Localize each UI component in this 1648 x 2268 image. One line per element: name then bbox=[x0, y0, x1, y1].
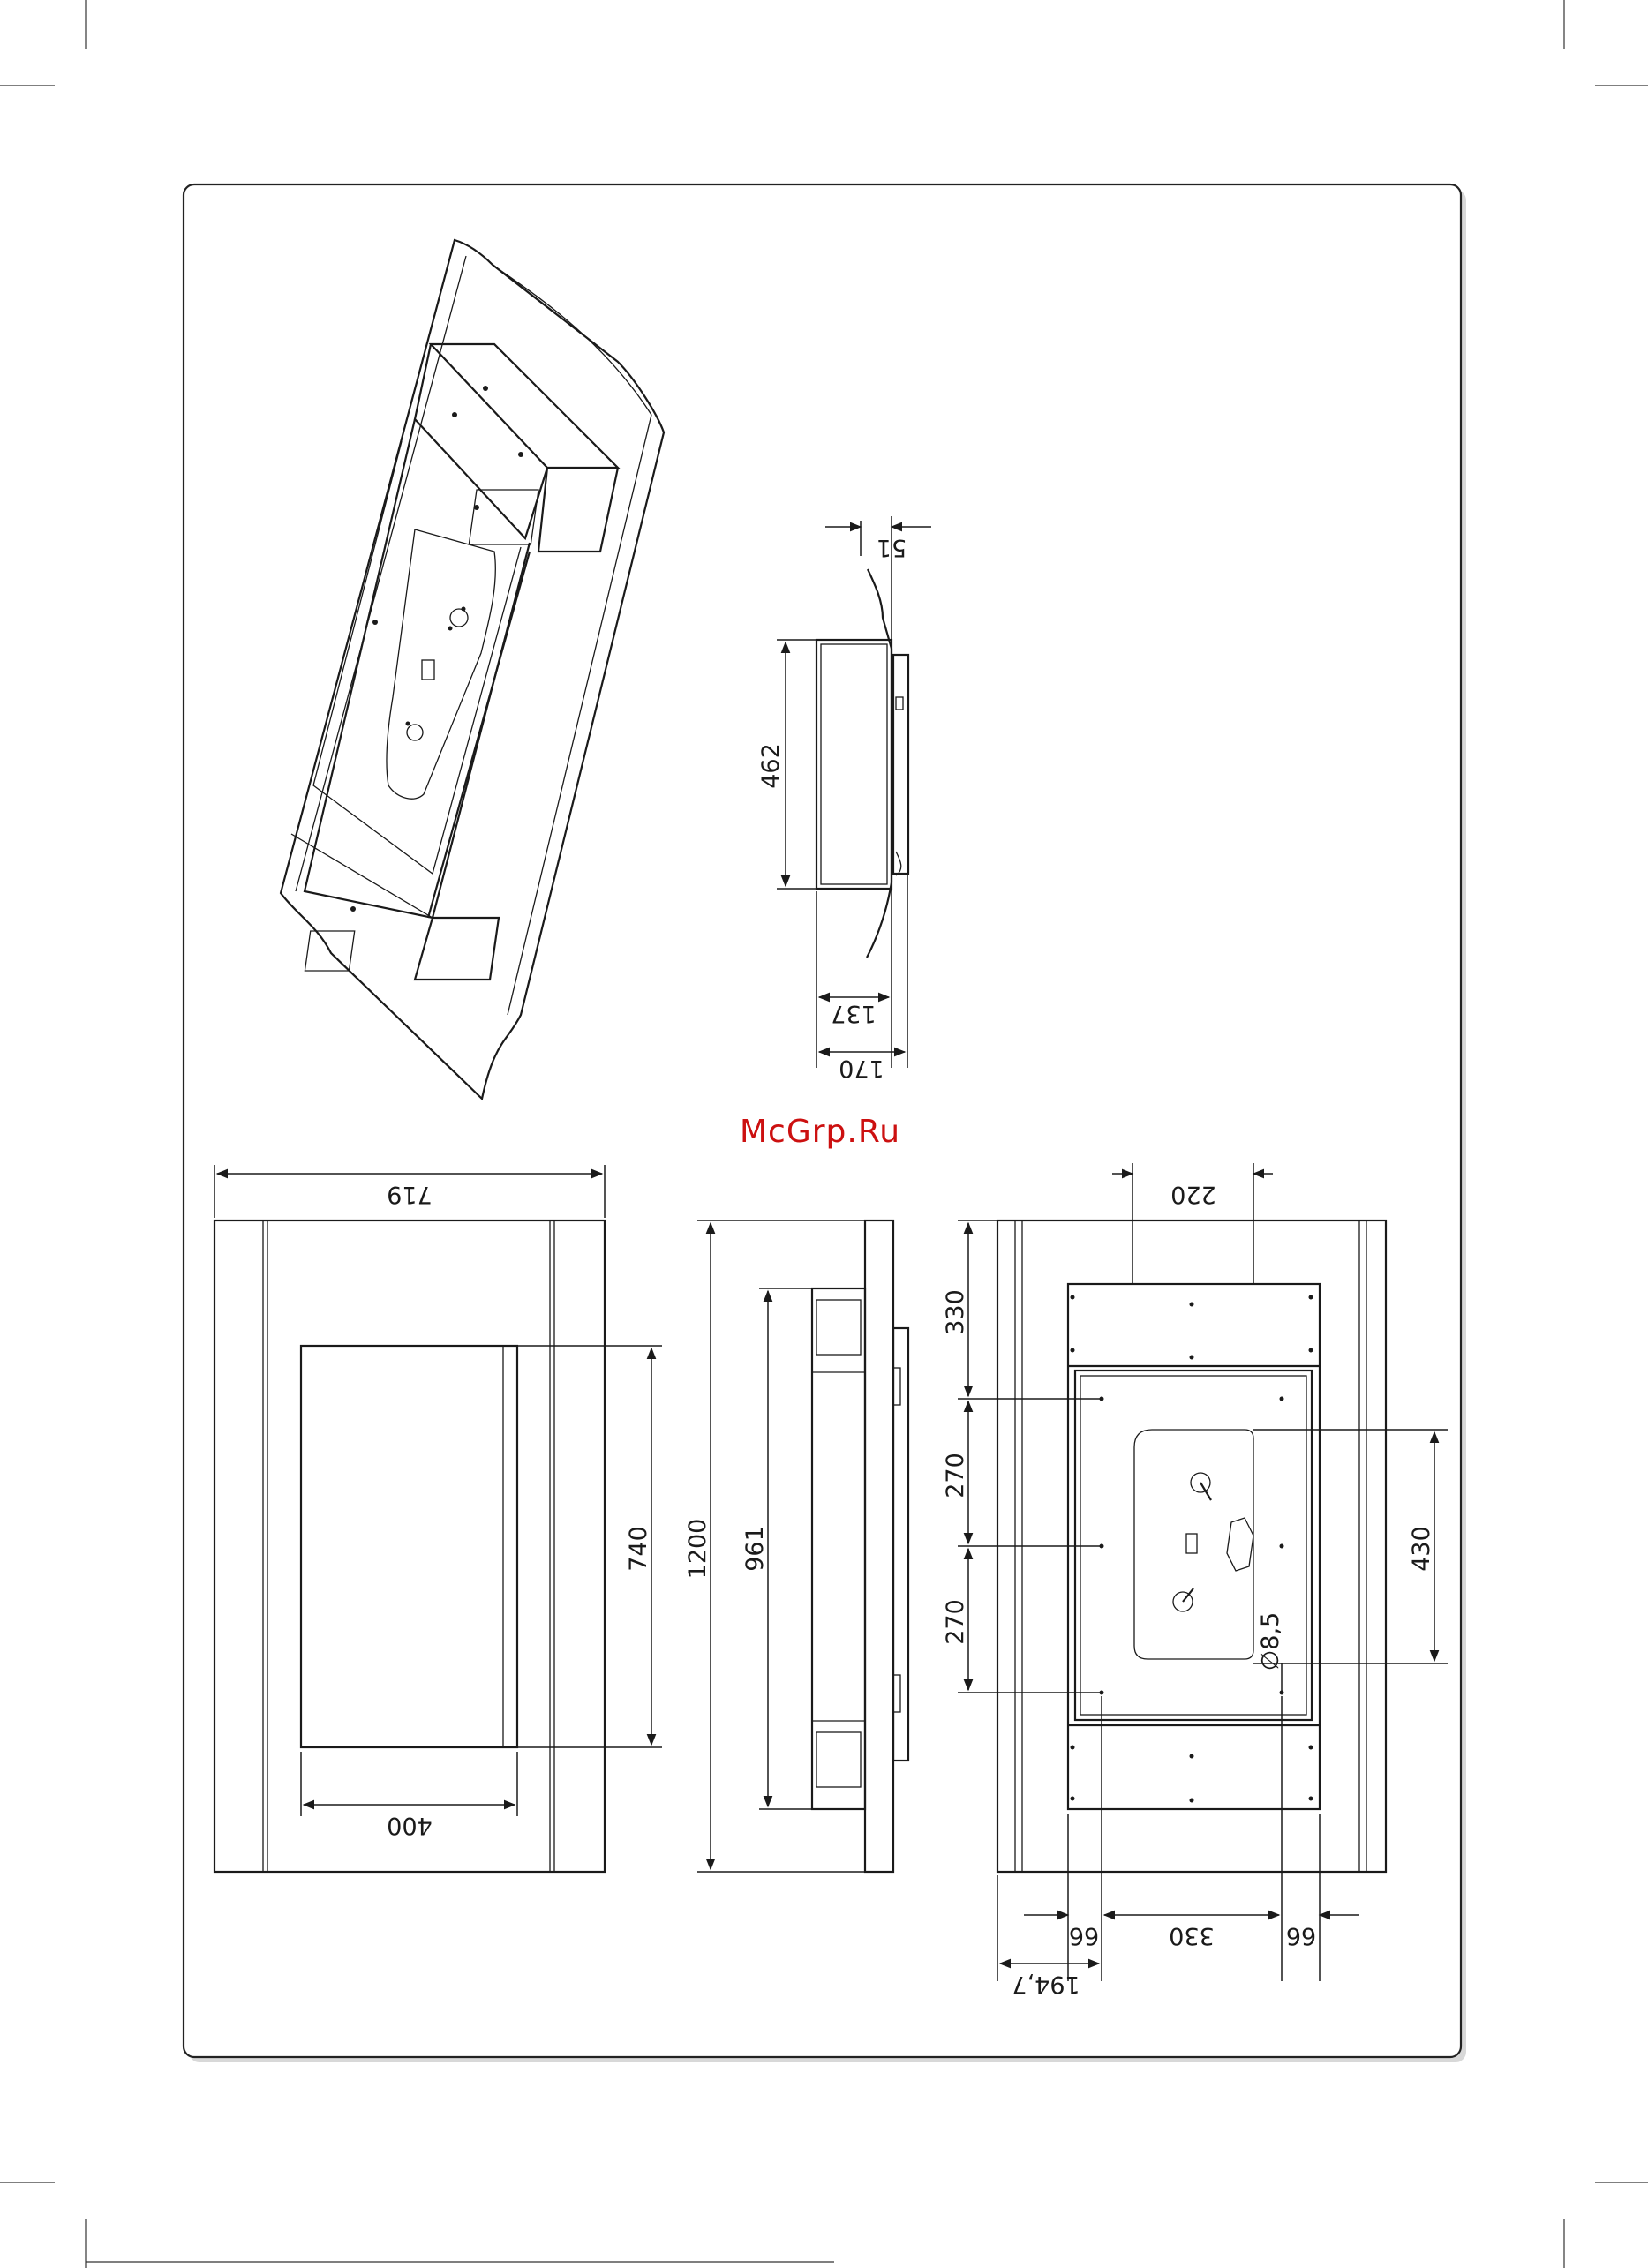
rear-dim-middle-2: 270 bbox=[942, 1599, 969, 1645]
front-dim-width: 719 bbox=[387, 1181, 433, 1208]
section-dim-box-height: 961 bbox=[741, 1526, 769, 1572]
side-dim-top: 51 bbox=[877, 534, 907, 561]
rear-dim-center: 330 bbox=[1169, 1922, 1215, 1949]
rear-dim-right-offset: 66 bbox=[1286, 1922, 1316, 1949]
rear-dim-hole: ∅8,5 bbox=[1257, 1612, 1284, 1671]
front-dim-glass-height: 740 bbox=[625, 1526, 652, 1572]
section-dim-overall-height: 1200 bbox=[684, 1519, 711, 1580]
rear-dim-top-spacing: 220 bbox=[1170, 1181, 1216, 1208]
watermark-text: McGrp.Ru bbox=[740, 1114, 900, 1150]
side-dim-height: 462 bbox=[757, 743, 785, 789]
rear-dim-upper: 330 bbox=[942, 1289, 969, 1335]
rear-dim-bracket: 430 bbox=[1408, 1526, 1435, 1572]
front-dim-glass-width: 400 bbox=[387, 1812, 433, 1839]
rear-dim-edge: 194,7 bbox=[1012, 1971, 1080, 1998]
rear-dim-left-offset: 66 bbox=[1069, 1922, 1099, 1949]
rear-dim-middle-1: 270 bbox=[942, 1453, 969, 1498]
side-dim-inner-depth: 137 bbox=[831, 1000, 877, 1027]
side-dim-total-depth: 170 bbox=[839, 1055, 884, 1082]
